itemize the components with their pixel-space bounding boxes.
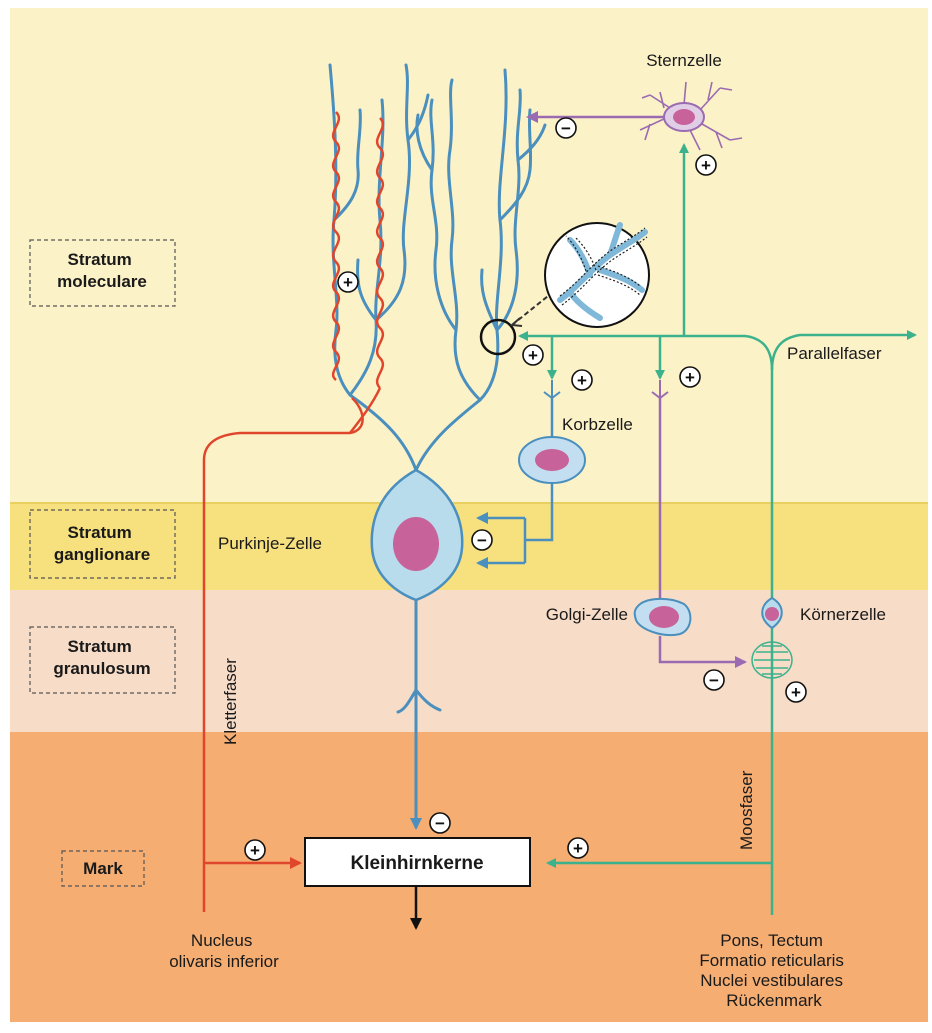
minus-sign: − [472,530,492,550]
svg-text:+: + [791,683,801,702]
svg-text:−: − [435,814,445,833]
label-sternzelle: Sternzelle [646,51,722,70]
svg-text:+: + [685,368,695,387]
svg-text:−: − [709,671,719,690]
svg-text:Kleinhirnkerne: Kleinhirnkerne [350,853,483,874]
label-golgi: Golgi-Zelle [546,605,628,624]
svg-text:Mark: Mark [83,859,123,878]
label-parallelfaser: Parallelfaser [787,344,882,363]
svg-text:+: + [573,839,583,858]
plus-sign: + [572,370,592,390]
plus-sign: + [338,272,358,292]
plus-sign: + [680,367,700,387]
svg-text:−: − [561,119,571,138]
svg-text:+: + [528,346,538,365]
label-korbzelle: Korbzelle [562,415,633,434]
layer-band-molecular [10,8,928,503]
minus-sign: − [556,118,576,138]
label-purkinje: Purkinje-Zelle [218,534,322,553]
svg-text:+: + [343,273,353,292]
svg-text:−: − [477,531,487,550]
svg-text:+: + [250,841,260,860]
plus-sign: + [568,838,588,858]
minus-sign: − [704,670,724,690]
label-kletterfaser: Kletterfaser [221,658,240,745]
label-koerner: Körnerzelle [800,605,886,624]
plus-sign: + [523,345,543,365]
svg-text:+: + [701,156,711,175]
svg-text:+: + [577,371,587,390]
plus-sign: + [786,682,806,702]
plus-sign: + [245,840,265,860]
minus-sign: − [430,813,450,833]
plus-sign: + [696,155,716,175]
label-moosfaser: Moosfaser [737,770,756,850]
